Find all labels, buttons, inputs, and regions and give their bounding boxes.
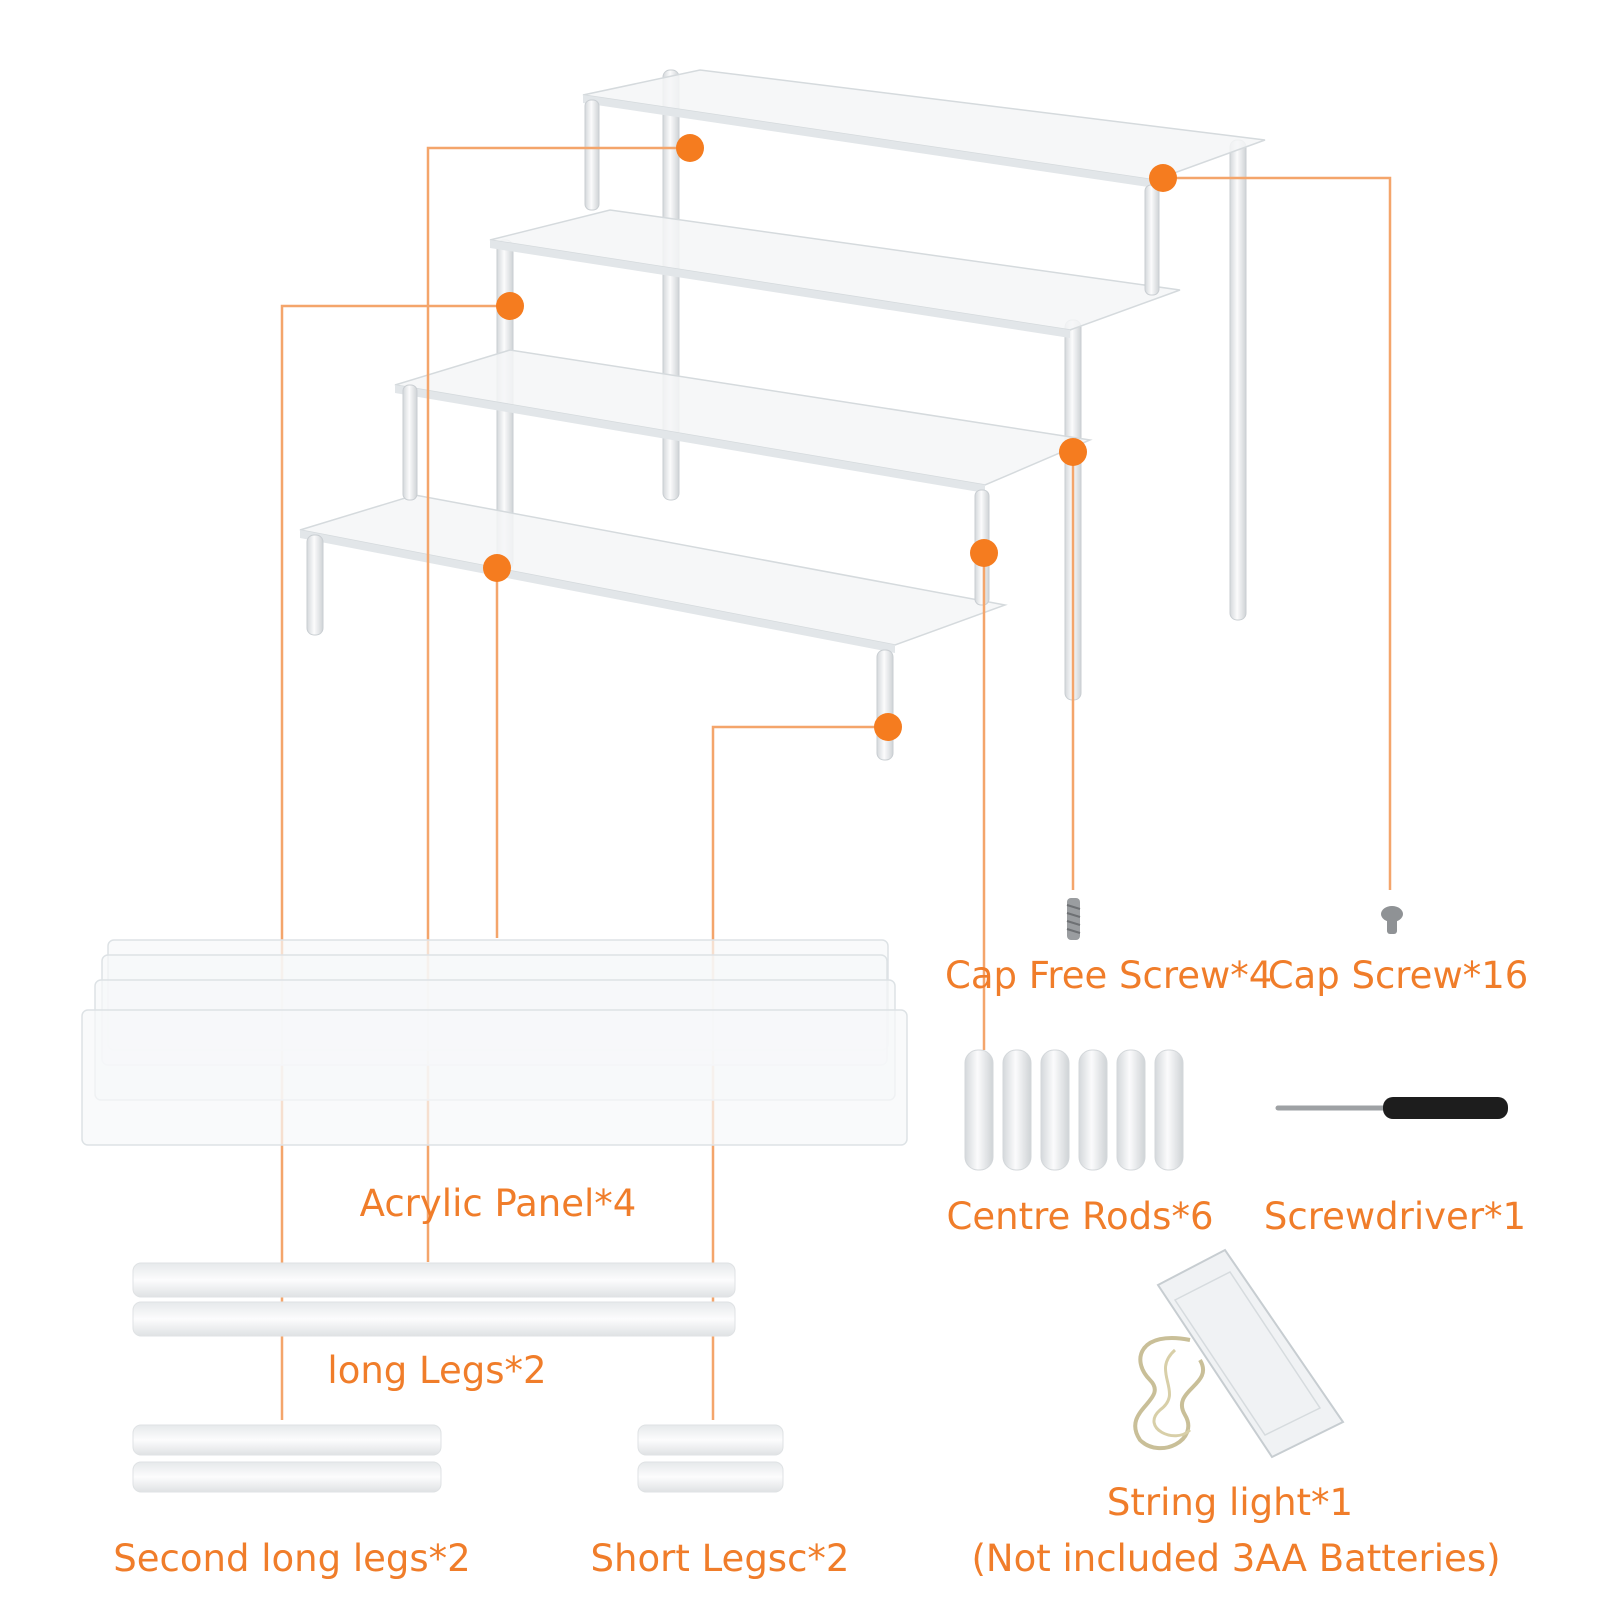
shelf-bottom-edge [300,530,895,653]
label-second-long-legs: Second long legs*2 [113,1537,471,1580]
label-batteries-note: (Not included 3AA Batteries) [971,1537,1501,1580]
callout-dot-icon [1059,438,1087,466]
label-string-light: String light*1 [1106,1481,1354,1524]
screwdriver-icon [1275,1097,1508,1119]
callout-dot-icon [676,134,704,162]
short-leg [637,1461,784,1493]
long-leg-back-right [1229,139,1247,621]
shelf-3 [394,349,1093,486]
centre-rod [964,1049,994,1171]
battery-box-icon [1156,1248,1345,1459]
callout-dot-icon [1149,164,1177,192]
callout-lines [280,146,1392,1420]
label-long-legs: long Legs*2 [327,1349,547,1392]
shelf-3-edge [395,385,985,493]
short-leg-right [876,649,894,761]
callout-line-second-legs [280,304,510,1420]
shelf-top [582,69,1266,181]
short-legs-set [637,1424,784,1493]
assembled-stand [280,69,1392,1420]
centre-rods-set [964,1049,1184,1171]
label-acrylic-panel: Acrylic Panel*4 [359,1182,637,1225]
acrylic-panels [81,939,908,1146]
centre-rod [1154,1049,1184,1171]
callout-dot-icon [496,292,524,320]
long-leg [132,1262,736,1298]
screw-icon [1066,898,1081,940]
centre-rod [1002,1049,1032,1171]
callout-dot-icon [874,713,902,741]
centre-rod [1078,1049,1108,1171]
callout-dots [483,134,1177,741]
callout-dot-icon [483,554,511,582]
long-leg [132,1301,736,1337]
centre-rod-3 [402,384,418,501]
callout-line-short-legs [711,725,888,1420]
centre-rod-2 [1144,184,1160,296]
callout-line-cap-screw [1160,176,1392,890]
callout-dot-icon [970,539,998,567]
centre-rod [1040,1049,1070,1171]
shelf-top-edge [583,95,1155,188]
label-screwdriver: Screwdriver*1 [1263,1195,1527,1238]
second-long-leg [132,1461,442,1493]
centre-rod [1116,1049,1146,1171]
long-legs-set [132,1262,736,1337]
label-cap-screw: Cap Screw*16 [1267,954,1529,997]
centre-rod-1 [584,99,600,211]
acrylic-panel [81,1009,908,1146]
label-centre-rods: Centre Rods*6 [946,1195,1214,1238]
shelf-bottom [299,494,1008,646]
short-leg [637,1424,784,1456]
second-long-legs-set [132,1424,442,1493]
second-long-leg [132,1424,442,1456]
callout-line-long-legs [426,146,690,1262]
string-light-icon [1133,1336,1205,1451]
short-leg-left [306,534,324,636]
label-short-legs: Short Legsc*2 [590,1537,850,1580]
shelf-2-edge [490,240,1070,338]
cap-screw-icon [1381,906,1403,934]
shelf-2 [489,209,1181,331]
label-cap-free-screw: Cap Free Screw*4 [945,954,1273,997]
